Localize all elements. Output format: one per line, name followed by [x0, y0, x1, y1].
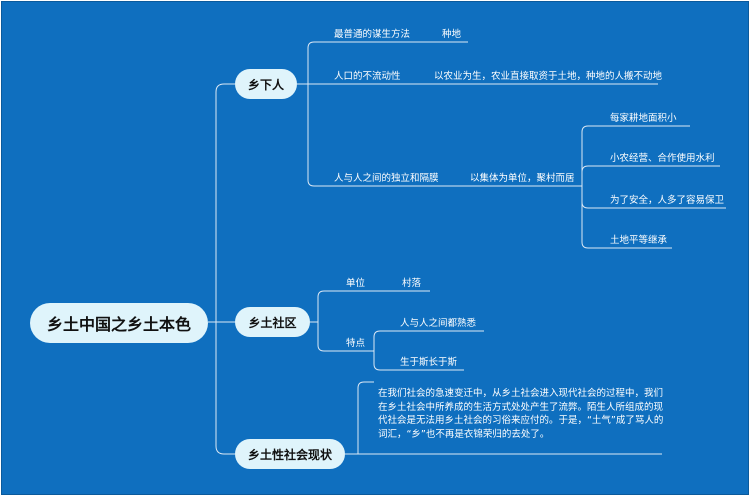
connector-reason4: [581, 186, 608, 249]
topic-label: 人口的不流动性: [334, 71, 401, 82]
connector-b1-t1: [297, 41, 332, 85]
topic-detail: 以集体为单位，聚村而居: [470, 173, 575, 184]
connector-reason1: [574, 125, 608, 187]
topic-label: 特点: [346, 338, 366, 349]
reason-item: 为了安全，人多了容易保卫: [610, 195, 725, 206]
connector-b3-para: [345, 381, 374, 455]
connector-b1-t3: [307, 84, 332, 187]
connector-reason2: [581, 165, 608, 186]
feature-item: 生于斯长于斯: [400, 357, 458, 368]
connector-b2-t2: [317, 322, 344, 352]
reason-item: 小农经营、合作使用水利: [610, 153, 715, 164]
feature-item: 人与人之间都熟悉: [400, 318, 477, 329]
connector-root-branch1: [208, 83, 235, 323]
connector-root-branch3: [215, 322, 235, 455]
connector-reason3: [581, 186, 608, 209]
root-node[interactable]: 乡土中国之乡土本色: [30, 303, 208, 343]
branch-node-xiangtu-shequ[interactable]: 乡土社区: [235, 307, 310, 337]
connector-item2: [373, 351, 398, 371]
topic-detail: 村落: [402, 278, 422, 289]
topic-label: 最普通的谋生方法: [334, 29, 411, 40]
topic-detail: 种地: [442, 29, 462, 40]
status-paragraph: 在我们社会的急速变迁中，从乡土社会进入现代社会的过程中，我们在乡土社会中所养成的…: [378, 388, 664, 440]
branch-node-shehui-xianzhuang[interactable]: 乡土性社会现状: [235, 439, 345, 469]
topic-detail: 以农业为生，农业直接取资于土地，种地的人搬不动地: [434, 71, 663, 82]
reason-item: 每家耕地面积小: [610, 113, 677, 124]
reason-item: 土地平等继承: [610, 235, 668, 246]
connector-b2-t1: [310, 290, 344, 323]
topic-label: 单位: [346, 278, 366, 289]
connector-item1: [368, 330, 398, 352]
topic-label: 人与人之间的独立和隔膜: [334, 173, 439, 184]
branch-node-xiaxiaren[interactable]: 乡下人: [235, 69, 297, 99]
